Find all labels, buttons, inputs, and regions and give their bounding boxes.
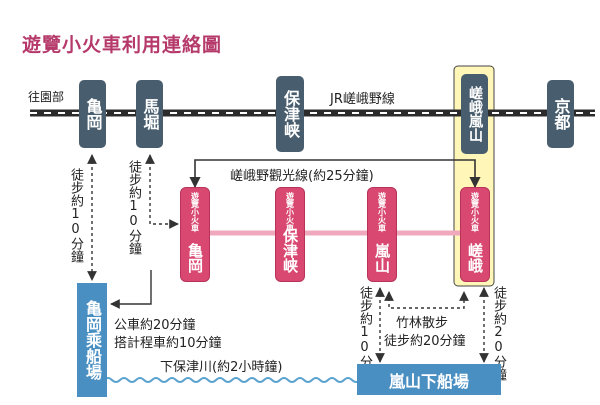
- river-label: 下保津川(約2小時鐘): [160, 360, 283, 375]
- walk-label-kameoka-pier: 徒步約10分鐘: [68, 168, 83, 263]
- torokko-station-saga: 遊覽小火車 嵯峨: [460, 187, 490, 282]
- bamboo-walk-label-1: 竹林散步: [396, 316, 449, 331]
- page-title: 遊覽小火車利用連絡圖: [22, 34, 223, 56]
- kameoka-pier: 亀岡乘船場: [77, 283, 107, 397]
- walk-label-saga-pier: 徒步約20分鐘: [491, 286, 506, 381]
- jr-station-hozukyo: 保津峡: [276, 76, 304, 152]
- jr-station-saga-arashiyama: 嵯峨嵐山: [461, 74, 488, 154]
- sagano-line-bracket: [189, 159, 481, 189]
- bus-label: 公車約20分鐘: [114, 318, 196, 333]
- torokko-station-arashiyama: 遊覽小火車 嵐山: [367, 187, 397, 282]
- sagano-line-label: 嵯峨野觀光線(約25分鐘): [230, 169, 374, 184]
- torokko-station-kameoka: 遊覽小火車 亀岡: [180, 187, 210, 282]
- walk-label-arashiyama-pier: 徒步約10分鐘: [357, 286, 372, 381]
- taxi-label: 搭計程車約10分鐘: [114, 336, 222, 351]
- walk-label-umahori: 徒步約10分鐘: [126, 160, 141, 255]
- jr-station-kyoto: 京都: [547, 80, 574, 148]
- arashiyama-pier: 嵐山下船場: [357, 364, 501, 395]
- jr-line-label: JR嵯峨野線: [330, 92, 395, 107]
- jr-station-umahori: 馬堀: [136, 80, 163, 148]
- bamboo-walk-label-2: 徒步約20分鐘: [384, 334, 466, 349]
- torokko-station-hozukyo: 遊覽小火車 保津峡: [275, 187, 305, 282]
- jr-start-label: 往園部: [28, 90, 65, 104]
- jr-station-kameoka: 亀岡: [79, 80, 106, 148]
- river-line: [103, 377, 361, 383]
